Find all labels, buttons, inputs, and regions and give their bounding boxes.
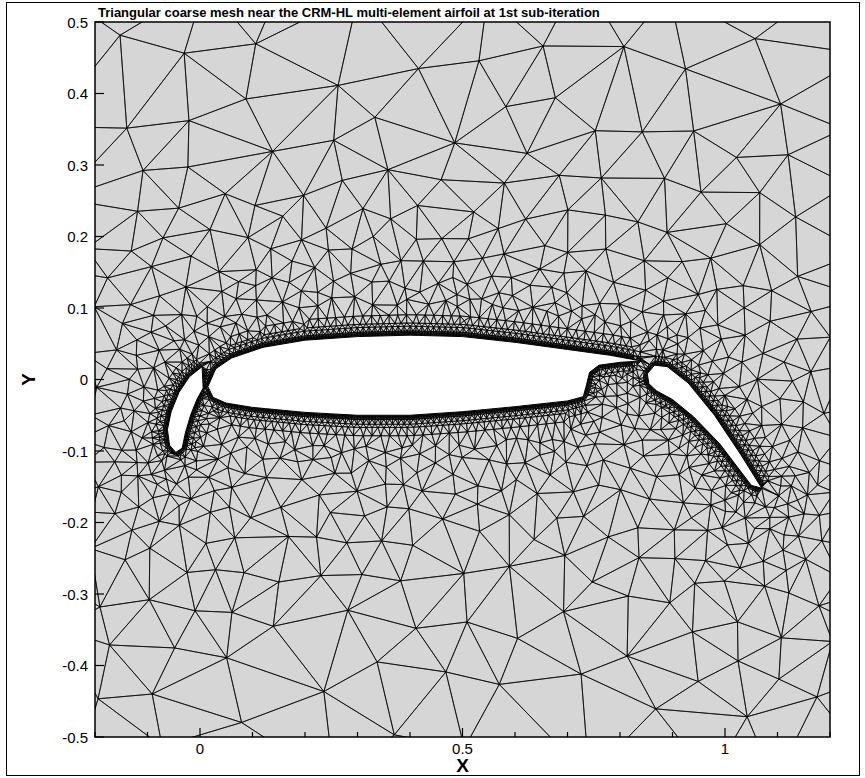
x-tick-label: 0.5 <box>452 741 473 756</box>
y-axis-title: Y <box>19 373 38 386</box>
y-tick <box>95 21 104 22</box>
airfoil-element <box>167 367 203 453</box>
x-tick <box>252 732 253 737</box>
x-tick <box>777 732 778 737</box>
airfoil-element <box>647 365 761 488</box>
y-tick <box>95 379 104 380</box>
y-tick-label: -0.2 <box>62 515 88 530</box>
y-tick <box>95 736 104 737</box>
y-tick-label: -0.3 <box>62 587 88 602</box>
x-tick-label: 0 <box>196 741 204 756</box>
plot-frame <box>95 22 830 737</box>
y-tick-label: 0.1 <box>67 301 88 316</box>
y-tick <box>95 236 104 237</box>
y-tick-label: 0.5 <box>67 15 88 30</box>
y-tick <box>95 307 104 308</box>
x-tick <box>357 732 358 737</box>
y-tick-label: 0.4 <box>67 86 88 101</box>
y-tick <box>95 593 104 594</box>
x-tick <box>304 732 305 737</box>
x-tick <box>147 732 148 737</box>
y-tick <box>95 665 104 666</box>
y-tick <box>95 522 104 523</box>
mesh-group <box>95 22 830 737</box>
y-tick-label: -0.1 <box>62 444 88 459</box>
x-tick <box>199 728 200 737</box>
y-tick <box>95 450 104 451</box>
x-tick <box>829 732 830 737</box>
y-tick-label: 0 <box>80 372 88 387</box>
y-tick-label: 0.3 <box>67 158 88 173</box>
x-tick <box>567 732 568 737</box>
y-tick-label: -0.4 <box>62 658 88 673</box>
plot-title: Triangular coarse mesh near the CRM-HL m… <box>98 6 600 19</box>
airfoil-element <box>208 335 641 415</box>
x-tick <box>462 728 463 737</box>
x-tick <box>409 732 410 737</box>
x-tick-label: 1 <box>721 741 729 756</box>
x-tick <box>94 732 95 737</box>
x-tick <box>672 732 673 737</box>
x-tick <box>514 732 515 737</box>
y-tick-label: -0.5 <box>62 730 88 745</box>
x-axis-title: X <box>456 756 469 775</box>
triangular-mesh <box>95 22 830 737</box>
x-tick <box>724 728 725 737</box>
y-tick <box>95 93 104 94</box>
y-tick-label: 0.2 <box>67 229 88 244</box>
y-tick <box>95 164 104 165</box>
x-tick <box>619 732 620 737</box>
